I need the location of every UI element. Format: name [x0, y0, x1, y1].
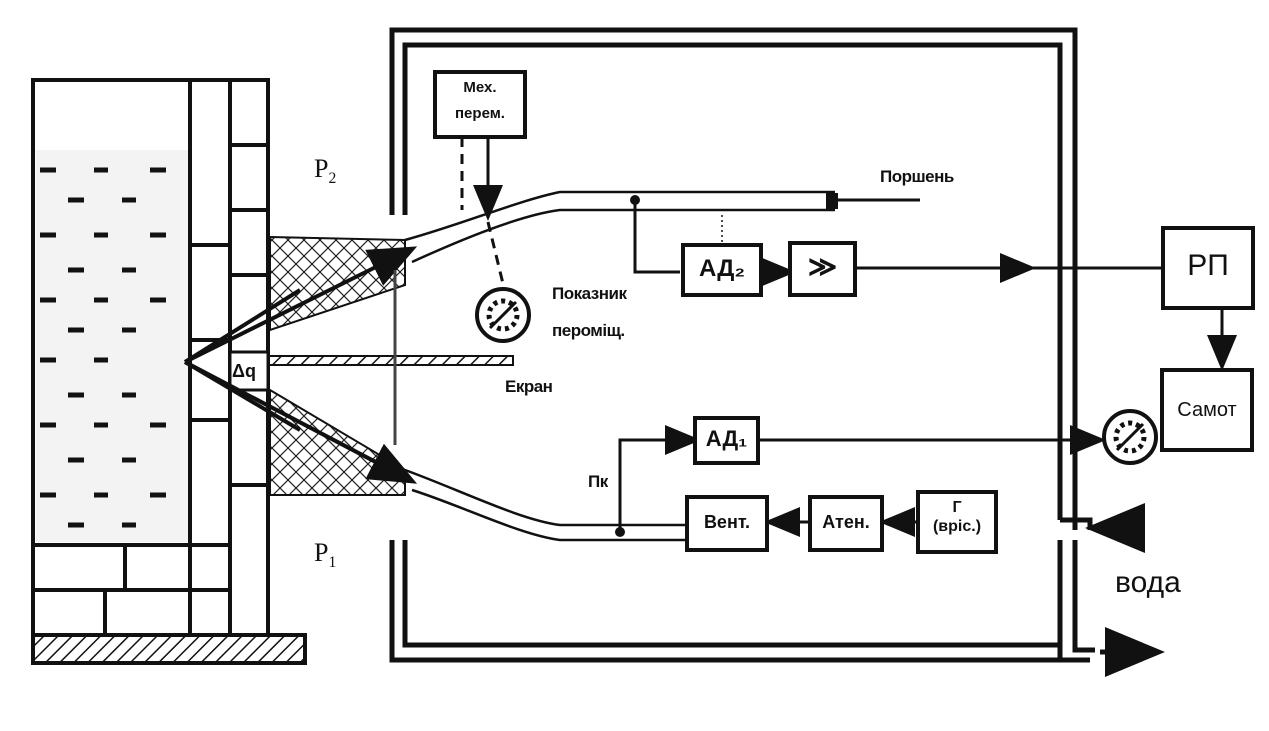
radiation-rays — [183, 246, 418, 484]
rp-box — [1161, 226, 1255, 310]
chamber-wall — [389, 27, 1090, 663]
indicator-label-line2: пероміщ. — [552, 321, 625, 340]
amplifier-box — [788, 241, 857, 297]
furnace-interior — [36, 150, 188, 542]
indicator-label: Показник — [552, 284, 627, 303]
ad1-box-text: АД₁ — [705, 426, 748, 451]
piston-head — [826, 193, 838, 209]
ad1-box — [693, 416, 760, 465]
aten-box-text: Атен. — [822, 512, 870, 532]
screen-label: Екран — [505, 377, 553, 396]
water-label: вода — [1115, 566, 1181, 599]
screen-plate — [267, 355, 514, 366]
vent-box — [685, 495, 769, 552]
water-pipes — [1057, 517, 1095, 660]
piston-label: Поршень — [880, 167, 954, 186]
node-ad2 — [630, 195, 640, 205]
delta-q-label: Δq — [232, 361, 256, 381]
upper-cone — [269, 235, 406, 332]
ad2-circuit — [633, 200, 1165, 287]
ad2-box — [681, 243, 763, 297]
ad2-box-text: АД₂ — [699, 255, 745, 282]
mech-box-text: Мех.перем. — [455, 79, 505, 122]
samo-box-text: Самот — [1177, 399, 1237, 421]
ground-hatch — [31, 633, 307, 665]
node-ad1 — [615, 527, 625, 537]
aten-box — [808, 495, 884, 552]
gen-box — [916, 490, 998, 554]
interior-dashes — [40, 167, 166, 528]
gen-box-text: Г(вріс.) — [932, 499, 982, 535]
pressure-p1-label: P1 — [314, 538, 337, 572]
amplifier-symbol: ≫ — [807, 251, 838, 282]
gauge-icon — [475, 287, 531, 343]
delta-q-box — [228, 350, 270, 392]
rp-box-text: РП — [1187, 249, 1229, 282]
vent-box-text: Вент. — [703, 512, 751, 532]
pk-label: Пк — [588, 472, 608, 491]
mech-displacement-box — [433, 70, 527, 139]
ad1-circuit — [618, 425, 1106, 537]
samo-box — [1160, 368, 1254, 452]
output-gauge-icon — [1102, 409, 1158, 465]
pressure-p2-label: P2 — [314, 154, 337, 188]
indicator-link — [486, 221, 507, 293]
